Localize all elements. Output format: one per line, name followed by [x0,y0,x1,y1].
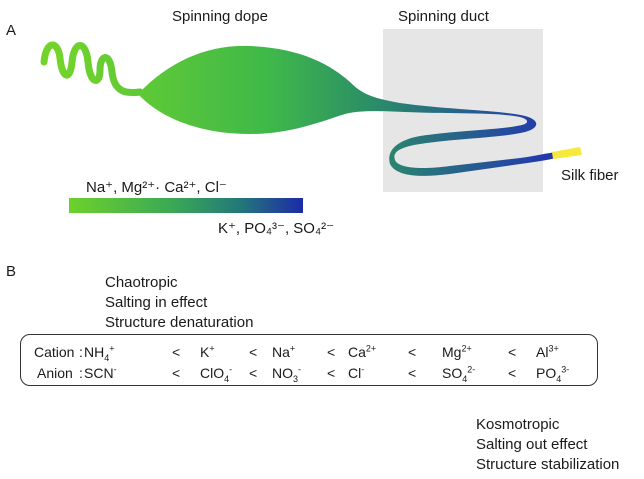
anion-ion: ClO4- [200,364,233,384]
stabilization-note: Structure stabilization [476,456,620,473]
salting-out-note: Salting out effect [476,436,588,453]
cation-ion: Al3+ [536,343,559,360]
hofmeister-series-box [20,334,598,386]
cation-ion: K+ [200,343,215,360]
cation-ion: Ca2+ [348,343,377,360]
spinning-dope-label: Spinning dope [172,8,268,25]
anion-ion: PO43- [536,364,570,384]
anion-ion: SO42- [442,364,476,384]
ion-gradient-bar [69,198,303,213]
anion-less-than: < [408,365,417,381]
anion-ion: NO3- [272,364,302,384]
anion-label: Anion [37,365,73,381]
anion-ion: SCN- [84,364,117,381]
cation-row: Cation:NH4+ < K+ < Na+ < Ca2+ < Mg2+ < Al3+ [0,344,644,362]
cation-colon: : [79,344,83,360]
ions-left-label: Na⁺, Mg²⁺· Ca²⁺, Cl⁻ [86,179,227,196]
kosmotropic-note: Kosmotropic [476,416,560,433]
cation-less-than: < [172,344,181,360]
cation-less-than: < [249,344,258,360]
panel-a-label: A [6,22,17,39]
anion-row: Anion:SCN- < ClO4- < NO3- < Cl- < SO42- < PO43- [0,365,644,383]
anion-ion: Cl- [348,364,365,381]
silk-fiber-label: Silk fiber [561,167,619,184]
anion-less-than: < [172,365,181,381]
gland-tail [40,41,144,97]
cation-ion: Mg2+ [442,343,472,360]
spinning-duct-label: Spinning duct [398,8,489,25]
anion-less-than: < [249,365,258,381]
anion-less-than: < [327,365,336,381]
cation-less-than: < [327,344,336,360]
cation-less-than: < [508,344,517,360]
cation-less-than: < [408,344,417,360]
cation-ion: Na+ [272,343,296,360]
panel-b-label: B [6,263,17,280]
anion-colon: : [79,365,83,381]
anion-less-than: < [508,365,517,381]
gland-body [138,45,556,176]
ions-right-label: K⁺, PO₄³⁻, SO₄²⁻ [218,220,335,237]
cation-ion: NH4+ [84,343,115,363]
salting-in-note: Salting in effect [105,294,208,311]
chaotropic-note: Chaotropic [105,274,178,291]
silk-fiber [552,147,582,159]
cation-label: Cation [34,344,75,360]
denaturation-note: Structure denaturation [105,314,254,331]
